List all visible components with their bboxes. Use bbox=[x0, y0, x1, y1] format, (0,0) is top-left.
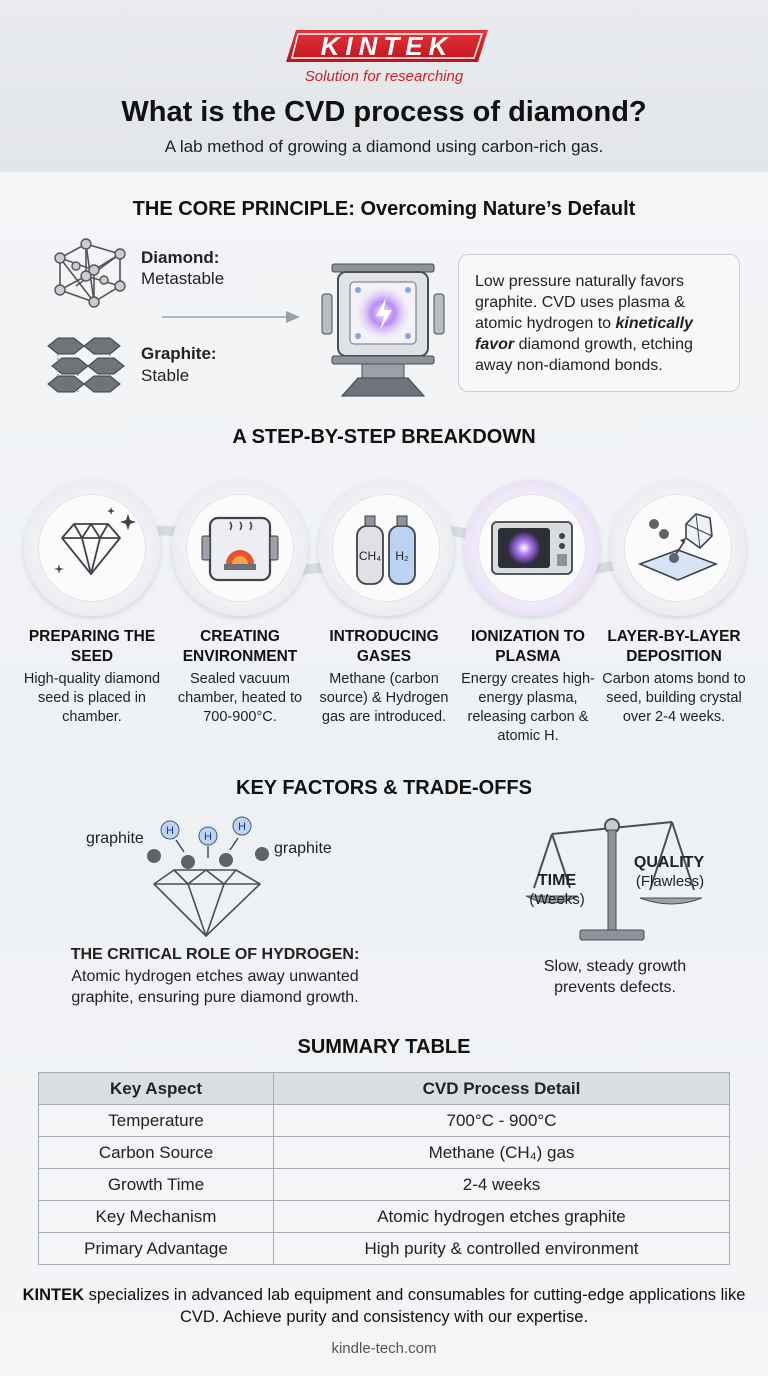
h-atom-label-1: H bbox=[166, 825, 174, 837]
table-row: Primary Advantage High purity & controll… bbox=[38, 1232, 730, 1265]
table-cell: Carbon Source bbox=[38, 1136, 274, 1169]
table-cell: Growth Time bbox=[38, 1168, 274, 1201]
kintek-logo[interactable]: KINTEK bbox=[284, 28, 490, 64]
summary-title: SUMMARY TABLE bbox=[297, 1036, 471, 1058]
step-4-desc: Energy creates high-energy plasma, relea… bbox=[461, 671, 595, 744]
diamond-seed-icon bbox=[54, 507, 136, 575]
step-4-circle bbox=[464, 480, 600, 616]
step-5-label: LAYER-BY-LAYER DEPOSITION bbox=[607, 628, 741, 665]
page-title: What is the CVD process of diamond? bbox=[121, 96, 647, 128]
table-row: Key Mechanism Atomic hydrogen etches gra… bbox=[38, 1200, 730, 1233]
step-5-circle bbox=[610, 480, 746, 616]
page-subtitle: A lab method of growing a diamond using … bbox=[164, 137, 604, 156]
step-3-desc: Methane (carbon source) & Hydrogen gas a… bbox=[319, 671, 449, 725]
graphite-left-label: graphite bbox=[86, 830, 144, 847]
step-5-desc: Carbon atoms bond to seed, building crys… bbox=[602, 671, 746, 725]
step-1-label: PREPARING THE SEED bbox=[28, 628, 156, 665]
quality-label: QUALITY bbox=[633, 854, 705, 871]
summary-table: Key Aspect CVD Process Detail Temperatur… bbox=[38, 1072, 730, 1265]
principle-description: Low pressure naturally favors graphite. … bbox=[458, 254, 740, 392]
table-cell: Atomic hydrogen etches graphite bbox=[273, 1200, 730, 1233]
gas-cylinders-icon: CH₄ H₂ bbox=[356, 515, 416, 585]
step-3-circle: CH₄ H₂ bbox=[318, 480, 454, 616]
principle-desc-part2: diamond growth, etching away non-diamond… bbox=[475, 336, 693, 374]
footer-blurb: KINTEK specializes in advanced lab equip… bbox=[20, 1284, 748, 1328]
header-band bbox=[0, 0, 768, 172]
h2-label: H₂ bbox=[395, 549, 409, 563]
balance-scale-icon bbox=[525, 818, 702, 941]
principle-desc-part1: Low pressure naturally favors graphite. … bbox=[475, 273, 685, 332]
footer-text: specializes in advanced lab equipment an… bbox=[84, 1286, 746, 1326]
table-cell: Primary Advantage bbox=[38, 1232, 274, 1265]
step-1-desc: High-quality diamond seed is placed in c… bbox=[23, 671, 161, 725]
logo-badge-icon bbox=[286, 30, 488, 62]
table-row: Growth Time 2-4 weeks bbox=[38, 1168, 730, 1201]
table-header-row: Key Aspect CVD Process Detail bbox=[38, 1072, 730, 1105]
graphite-label: Graphite: bbox=[141, 344, 217, 363]
time-label: TIME bbox=[537, 872, 577, 889]
step-2-desc: Sealed vacuum chamber, heated to 700-900… bbox=[177, 671, 303, 725]
balance-desc: Slow, steady growth prevents defects. bbox=[543, 958, 687, 996]
logo-text: KINTEK bbox=[320, 30, 454, 61]
diamond-state: Metastable bbox=[141, 269, 225, 288]
step-3-label: INTRODUCING GASES bbox=[329, 628, 439, 665]
plasma-microwave-icon bbox=[491, 521, 573, 575]
arrow-right-icon bbox=[162, 311, 300, 323]
cvd-reactor-icon bbox=[321, 263, 445, 397]
ch4-label: CH₄ bbox=[359, 549, 381, 563]
step-2-label: CREATING ENVIRONMENT bbox=[182, 628, 298, 665]
h-atom-label-2: H bbox=[204, 831, 212, 843]
table-cell: Methane (CH₄) gas bbox=[273, 1136, 730, 1169]
table-cell: 700°C - 900°C bbox=[273, 1104, 730, 1137]
layer-deposition-icon bbox=[637, 513, 719, 581]
table-row: Temperature 700°C - 900°C bbox=[38, 1104, 730, 1137]
step-1-circle bbox=[24, 480, 160, 616]
table-cell: Key Mechanism bbox=[38, 1200, 274, 1233]
table-cell: 2-4 weeks bbox=[273, 1168, 730, 1201]
footer-link[interactable]: kindle-tech.com bbox=[331, 1340, 437, 1357]
table-header: Key Aspect bbox=[38, 1072, 274, 1105]
tagline: Solution for researching bbox=[304, 68, 464, 85]
steps-title: A STEP-BY-STEP BREAKDOWN bbox=[232, 426, 536, 448]
time-sub-label: (Weeks) bbox=[529, 891, 585, 908]
footer-brand: KINTEK bbox=[22, 1286, 85, 1304]
factors-title: KEY FACTORS & TRADE-OFFS bbox=[236, 777, 532, 799]
h-atom-label-3: H bbox=[238, 821, 246, 833]
table-cell: High purity & controlled environment bbox=[273, 1232, 730, 1265]
graphite-right-label: graphite bbox=[274, 840, 332, 857]
hydrogen-role-desc: Atomic hydrogen etches away unwanted gra… bbox=[71, 968, 359, 1006]
table-header: CVD Process Detail bbox=[273, 1072, 730, 1105]
graphite-layers-icon bbox=[47, 337, 125, 393]
principle-title: THE CORE PRINCIPLE: Overcoming Nature’s … bbox=[132, 198, 636, 220]
diamond-label: Diamond: bbox=[141, 248, 220, 267]
quality-sub-label: (Flawless) bbox=[635, 873, 705, 890]
table-row: Carbon Source Methane (CH₄) gas bbox=[38, 1136, 730, 1169]
step-2-circle bbox=[172, 480, 308, 616]
table-cell: Temperature bbox=[38, 1104, 274, 1137]
vacuum-chamber-icon bbox=[201, 516, 279, 582]
principle-desc-emphasis: kinetically favor bbox=[475, 315, 693, 353]
hydrogen-etching-icon: H H H bbox=[147, 816, 269, 937]
step-4-label: IONIZATION TO PLASMA bbox=[471, 628, 585, 665]
hydrogen-role-title: THE CRITICAL ROLE OF HYDROGEN: bbox=[70, 946, 360, 963]
graphite-state: Stable bbox=[141, 366, 190, 385]
diamond-lattice-icon bbox=[54, 238, 126, 308]
